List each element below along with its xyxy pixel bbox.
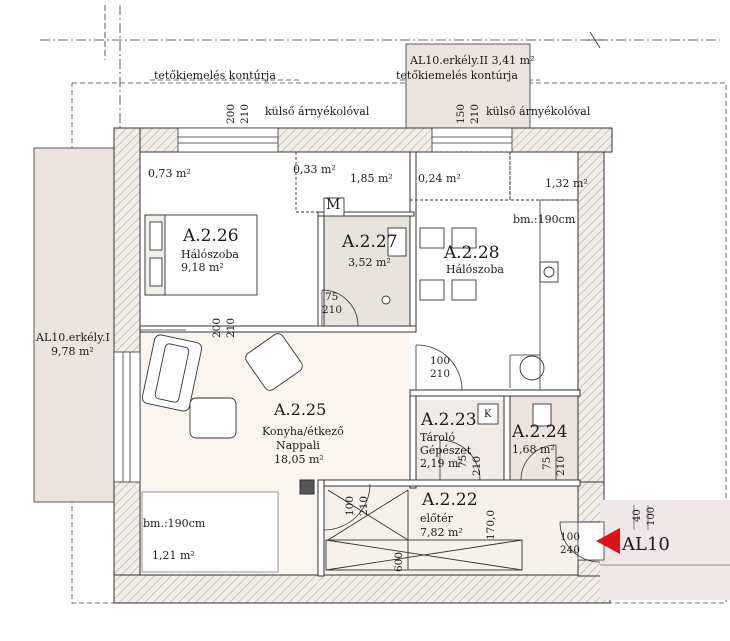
small-area-1: 0,73 m²	[148, 167, 191, 180]
window-2-height: 210	[469, 103, 481, 124]
balcony-left-area: 9,78 m²	[51, 345, 94, 358]
room-a228-name: Hálószoba	[446, 263, 504, 276]
roof-contour-label-left: tetőkiemelés kontúrja	[154, 69, 276, 82]
balcony-top-label: AL10.erkély.II 3,41 m²	[410, 55, 535, 66]
room-a227-door-height: 210	[322, 304, 343, 316]
balcony-left-name: AL10.erkély.I	[36, 331, 110, 344]
room-a223-door-width: 75	[457, 454, 469, 468]
entrance-door-width: 100	[560, 531, 581, 543]
roof-contour-label-right: tetőkiemelés kontúrja	[396, 69, 518, 82]
small-area-3: 1,85 m²	[350, 172, 393, 185]
room-a222-id: A.2.22	[422, 490, 478, 510]
door-1-height: 210	[225, 317, 237, 338]
room-a226-area: 9,18 m²	[181, 261, 224, 274]
window-1-width: 200	[225, 103, 237, 124]
door-2-height: 210	[430, 368, 451, 380]
small-area-4: 0,24 m²	[418, 172, 461, 185]
room-a223-id: A.2.23	[421, 410, 477, 430]
clearance-label-2: bm.:190cm	[143, 517, 206, 530]
window-openings	[113, 127, 605, 561]
room-a222-name: előtér	[420, 512, 453, 525]
interior-walls	[139, 151, 581, 577]
room-a222-area: 7,82 m²	[420, 526, 463, 539]
room-a223-area: 2,19 m²	[420, 457, 463, 470]
entrance-label: AL10	[622, 534, 670, 555]
small-area-2: 0,33 m²	[293, 163, 336, 176]
balcony-top	[405, 43, 531, 129]
edge-dimension-lines	[600, 505, 730, 566]
balcony-top-name: AL10.erkély.II	[410, 54, 489, 67]
room-a225-area: 18,05 m²	[274, 453, 324, 466]
window-1-height: 210	[239, 103, 251, 124]
entrance-door-height: 240	[560, 544, 581, 556]
edge-dim-1: 40	[632, 509, 643, 522]
room-a222-dim-vertical-1: 170,0	[485, 509, 497, 540]
room-a224-door-width: 75	[541, 456, 553, 470]
room-a226-id: A.2.26	[183, 226, 239, 246]
small-area-6: 1,21 m²	[152, 549, 195, 562]
balcony-left	[33, 147, 115, 503]
balcony-top-area: 3,41 m²	[491, 54, 535, 67]
room-a223-door-height: 210	[471, 455, 483, 476]
room-a223-name-2: Gépészet	[420, 444, 472, 457]
door-2-width: 100	[430, 355, 451, 367]
shading-label-right: külső árnyékolóval	[486, 105, 591, 118]
room-a224-area: 1,68 m²	[512, 443, 555, 456]
room-a226-name: Hálószoba	[181, 248, 239, 261]
window-2-width: 150	[455, 103, 467, 124]
door-1-width: 200	[211, 317, 223, 338]
room-a224-id: A.2.24	[512, 422, 568, 442]
room-a227-mark: M	[326, 197, 341, 213]
kitchen-counter	[509, 199, 579, 391]
room-a225-id: A.2.25	[274, 400, 327, 419]
edge-dim-2: 100	[646, 506, 657, 526]
room-a228-id: A.2.28	[444, 243, 500, 263]
furniture	[141, 151, 579, 571]
room-a225-name-1: Konyha/étkező	[262, 425, 344, 438]
door-swings	[140, 289, 601, 563]
room-a223-mark: K	[484, 409, 492, 420]
room-a227-door-width: 75	[325, 291, 339, 303]
room-a227-area: 3,52 m²	[348, 256, 391, 269]
room-a222-door-height: 210	[358, 495, 370, 516]
small-area-5: 1,32 m²	[545, 177, 588, 190]
room-a227-id: A.2.27	[342, 232, 398, 252]
entrance-arrow	[596, 528, 620, 554]
room-a223-name-1: Tároló	[420, 431, 456, 444]
room-a224-door-height: 210	[555, 455, 567, 476]
room-a222-dim-vertical-2: 600	[393, 551, 405, 572]
shading-label-left: külső árnyékolóval	[265, 105, 370, 118]
room-a222-door-width: 100	[344, 495, 356, 516]
clearance-label-1: bm.:190cm	[513, 213, 576, 226]
room-a225-name-2: Nappali	[276, 439, 320, 452]
